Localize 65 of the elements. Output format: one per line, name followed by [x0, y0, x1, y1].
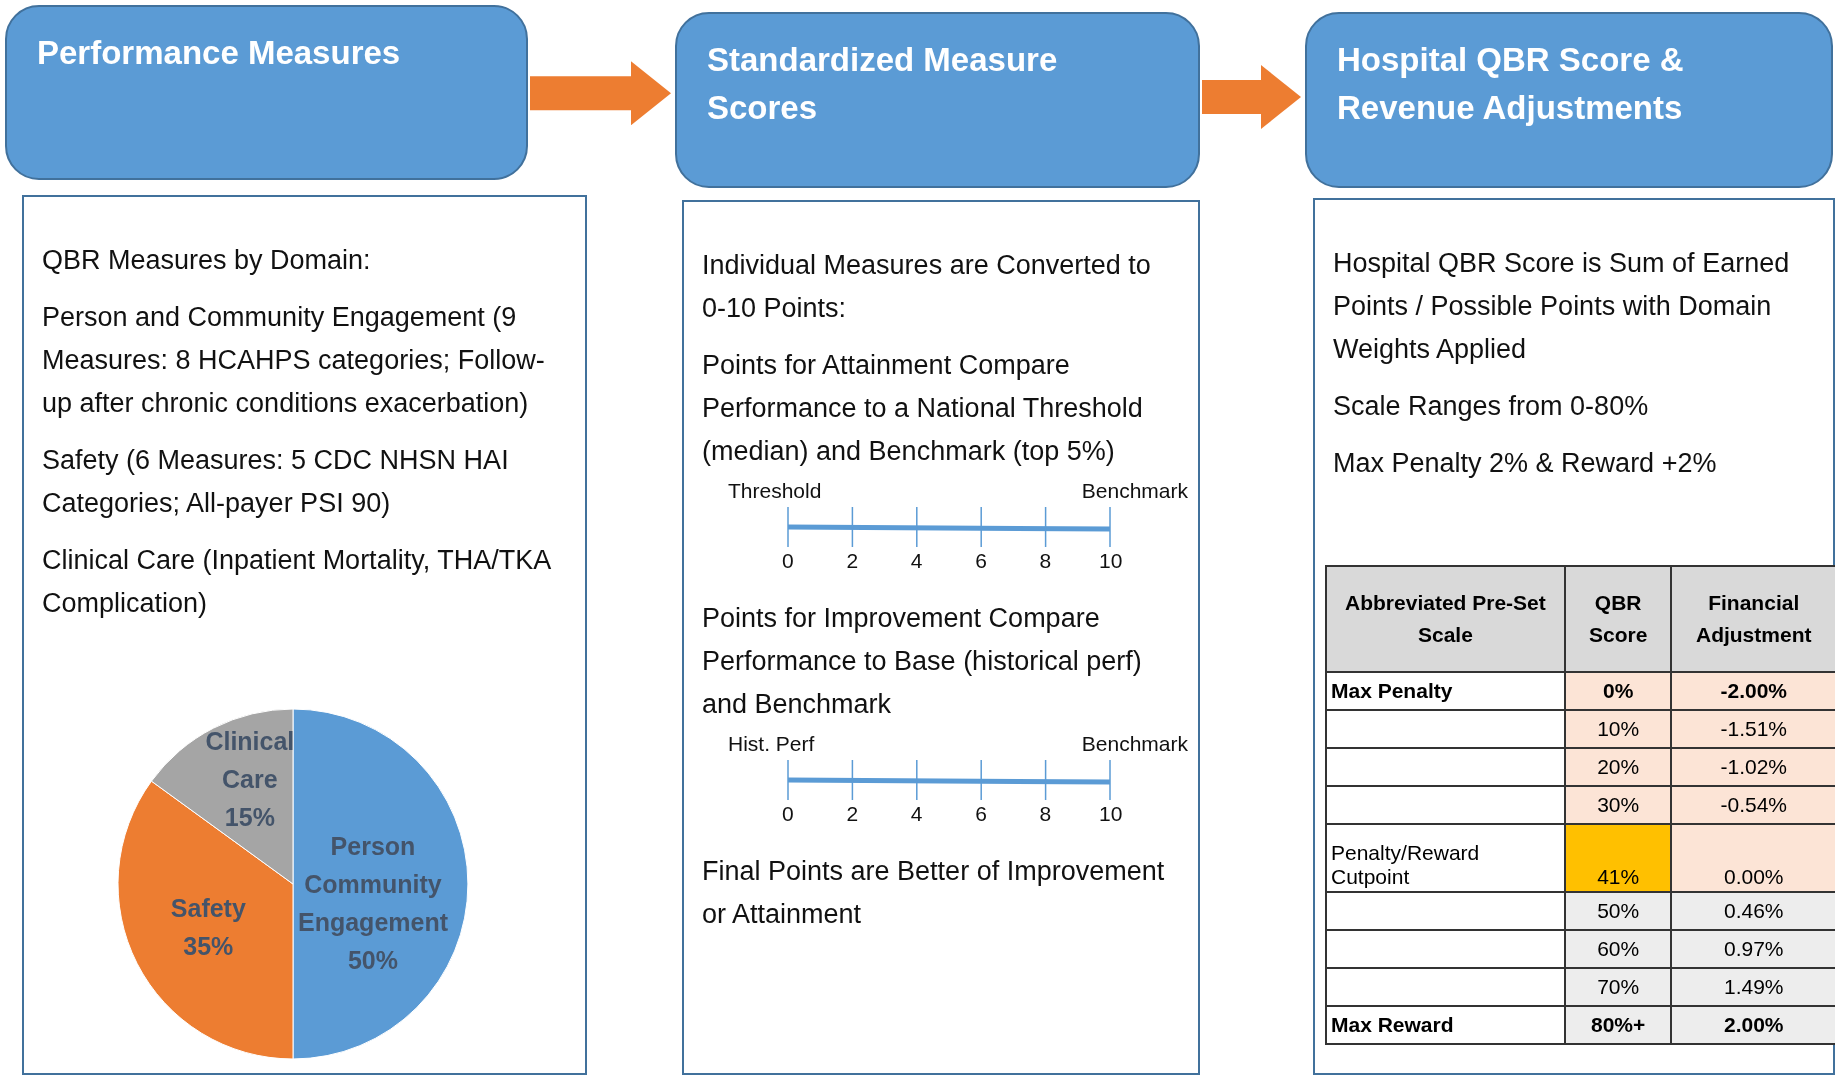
slice-label: Person Community Engagement 50%	[298, 831, 448, 976]
table-cell: 30%	[1564, 786, 1672, 824]
table-cell: 10%	[1564, 710, 1672, 748]
slice-label: Clinical Care 15%	[204, 726, 296, 834]
table-cell: -0.54%	[1671, 786, 1835, 824]
tick-label: 4	[910, 549, 923, 573]
table-cell: 0.97%	[1671, 930, 1835, 968]
scale-label: Hist. Perf	[728, 732, 815, 756]
body-text: QBR Measures by Domain:	[42, 244, 372, 277]
table-cell: 1.49%	[1671, 968, 1835, 1006]
tick-label: 2	[846, 802, 859, 826]
header-text: Performance Measures	[37, 33, 402, 73]
body-text: Individual Measures are Converted to 0-10 Points:	[702, 249, 1152, 325]
content-panel	[22, 195, 587, 1075]
tick-label: 4	[910, 802, 923, 826]
header-cell: QBR Score	[1564, 566, 1672, 672]
body-text: Person and Community Engagement (9 Measures: 8 HCAHPS categories; Follow-up after chronic conditions exacerbation)	[42, 301, 546, 420]
body-text: Hospital QBR Score is Sum of Earned Points / Possible Points with Domain Weights Applied	[1333, 247, 1791, 366]
scale-label: Benchmark	[1081, 479, 1188, 503]
tick-label: 2	[846, 549, 859, 573]
table-cell: -2.00%	[1671, 672, 1835, 710]
table-cell: 20%	[1564, 748, 1672, 786]
tick-label: 6	[975, 802, 987, 826]
tick-label: 0	[782, 802, 794, 826]
table-cell: 80%+	[1564, 1006, 1672, 1044]
step-header	[675, 12, 1200, 188]
table-cell: Penalty/Reward Cutpoint	[1326, 824, 1565, 892]
scale-label: Threshold	[728, 479, 822, 503]
tick-label: 6	[975, 549, 987, 573]
table-cell: 0.46%	[1671, 892, 1835, 930]
table-cell: -1.51%	[1671, 710, 1835, 748]
header-cell: Financial Adjustment	[1671, 566, 1835, 672]
content-panel	[682, 200, 1200, 1075]
header-cell: Abbreviated Pre-Set Scale	[1326, 566, 1565, 672]
table-cell: 60%	[1564, 930, 1672, 968]
block-arrow	[530, 61, 671, 126]
table-cell: 41%	[1564, 824, 1672, 892]
content-panel	[1313, 198, 1835, 1075]
tick-label: 10	[1099, 549, 1123, 573]
header-text: Standardized Measure Scores	[707, 40, 1059, 128]
scale-label: Benchmark	[1081, 732, 1188, 756]
table-cell: -1.02%	[1671, 748, 1835, 786]
table-cell: 0.00%	[1671, 824, 1835, 892]
slice-label: Safety 35%	[169, 893, 247, 963]
header-text: Hospital QBR Score & Revenue Adjustments	[1337, 40, 1685, 128]
tick-label: 8	[1039, 802, 1052, 826]
tick-label: 8	[1039, 549, 1052, 573]
tick-label: 0	[782, 549, 794, 573]
table-cell: 2.00%	[1671, 1006, 1835, 1044]
body-text: Points for Attainment Compare Performance to a National Threshold (median) and Benchmark (top 5%)	[702, 349, 1144, 468]
table-cell: Max Reward	[1326, 1006, 1565, 1044]
step-header	[5, 5, 528, 180]
body-text: Scale Ranges from 0-80%	[1333, 390, 1650, 423]
table-cell: 50%	[1564, 892, 1672, 930]
body-text: Max Penalty 2% & Reward +2%	[1333, 447, 1718, 480]
table-cell: Max Penalty	[1326, 672, 1565, 710]
step-header	[1305, 12, 1833, 188]
body-text: Final Points are Better of Improvement or Attainment	[702, 855, 1166, 931]
block-arrow	[1202, 65, 1301, 129]
body-text: Clinical Care (Inpatient Mortality, THA/TKA Complication)	[42, 544, 552, 620]
table-cell: 70%	[1564, 968, 1672, 1006]
table-cell: 0%	[1564, 672, 1672, 710]
body-text: Points for Improvement Compare Performance to Base (historical perf) and Benchmark	[702, 602, 1143, 721]
tick-label: 10	[1099, 802, 1123, 826]
body-text: Safety (6 Measures: 5 CDC NHSN HAI Categories; All-payer PSI 90)	[42, 444, 510, 520]
